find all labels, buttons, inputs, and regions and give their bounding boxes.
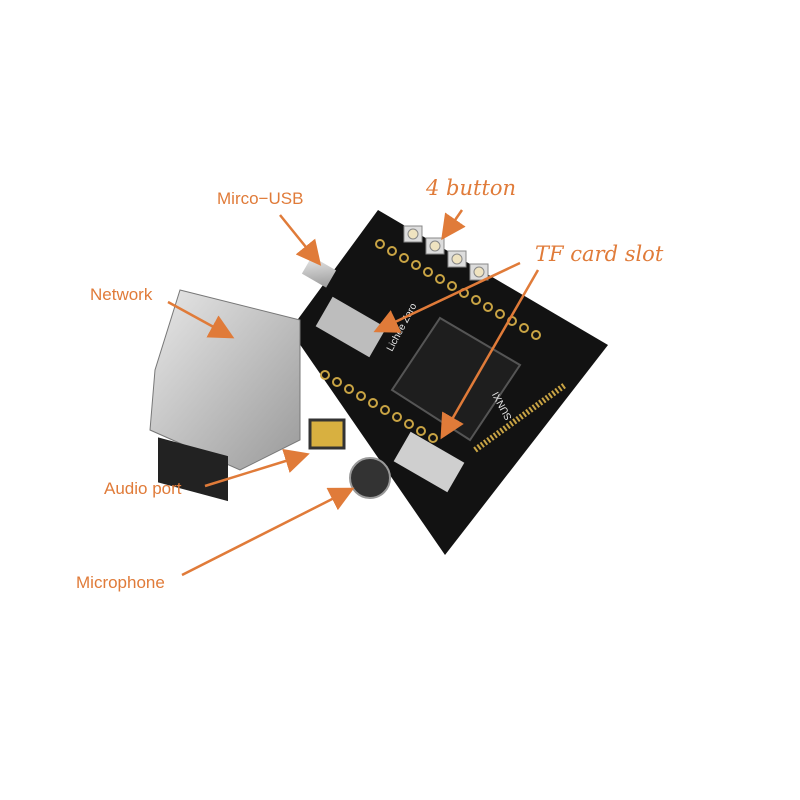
arrow-tf-2 [440, 269, 540, 440]
microphone-capsule [349, 457, 391, 499]
tf-card-slot-2 [393, 431, 465, 493]
label-audio-port: Audio port [104, 479, 182, 498]
annotation-arrows [167, 209, 540, 577]
arrow-tf-1 [373, 261, 521, 333]
audio-jack [308, 418, 346, 450]
label-network: Network [90, 285, 153, 304]
push-buttons [403, 225, 489, 281]
label-4-button: 4 button [426, 176, 517, 200]
arrow-network [167, 300, 235, 339]
label-micro-usb: Mirco−USB [217, 189, 304, 208]
tf-card-slot [315, 296, 387, 358]
label-tf-card-slot: TF card slot [535, 242, 664, 266]
label-microphone: Microphone [76, 573, 165, 592]
arrow-microphone [181, 487, 355, 577]
arrow-buttons [441, 209, 466, 241]
gpio-header [320, 239, 541, 443]
edge-pads [473, 382, 567, 453]
arrow-audio [204, 448, 310, 488]
arrow-micro-usb [279, 214, 322, 266]
ethernet-jack [149, 289, 301, 471]
